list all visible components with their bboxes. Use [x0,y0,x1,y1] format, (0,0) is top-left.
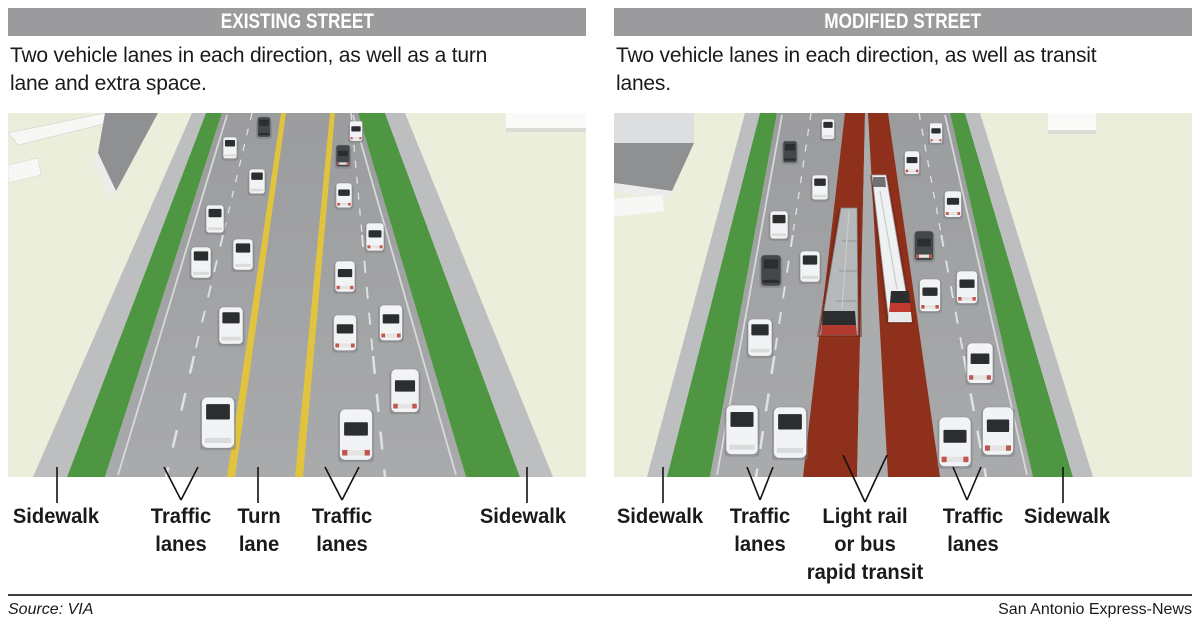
label-line: lanes [734,533,786,556]
label-line: Sidewalk [1023,505,1111,528]
grass-strip-right [358,113,520,477]
existing-header-bar: EXISTING STREET [8,8,586,36]
label-turn-lane: Turn lane [168,503,350,559]
label-line: Turn [237,505,281,528]
modified-title: MODIFIED STREET [824,10,982,33]
modified-header-bar: MODIFIED STREET [614,8,1192,36]
grass-strip-right [950,113,1073,477]
turn-lane-yellow-line-left [227,113,286,477]
existing-street-illustration [8,113,586,477]
label-line: lanes [316,533,368,556]
light-rail-vehicle [817,207,862,337]
source-credit: Source: VIA [8,601,94,618]
existing-title: EXISTING STREET [220,10,374,33]
label-line: lanes [155,533,207,556]
cars-layer [724,118,1015,469]
label-line: Traffic [150,505,212,528]
building-left [614,113,694,217]
panel-modified-street: MODIFIED STREET Two vehicle lanes in eac… [614,0,1192,629]
turn-lane-yellow-line-right [295,113,335,477]
modified-street-illustration [614,113,1192,477]
existing-subtitle-line1: Two vehicle lanes in each direction, as … [10,44,488,67]
roadway [105,113,466,477]
grass-strip-left [667,113,777,477]
sidewalk-left [647,113,760,477]
label-line: or bus [834,533,896,556]
label-line: Traffic [942,505,1004,528]
sidewalk-right [385,113,553,477]
existing-subtitle-line2: lane and extra space. [10,72,207,95]
sidewalk-right [965,113,1093,477]
existing-subtitle: Two vehicle lanes in each direction, as … [10,42,580,98]
label-sidewalk-left: Sidewalk [569,503,751,531]
grass-strip-left [67,113,222,477]
modified-subtitle-line2: lanes. [616,72,671,95]
road-edge-line-left [117,114,228,476]
building-right-edge [1048,130,1096,134]
label-line: lane [238,533,280,556]
panel-existing-street: EXISTING STREET Two vehicle lanes in eac… [8,0,586,629]
label-line: Sidewalk [12,505,100,528]
road-edge-line-right [352,114,457,476]
label-line: Sidewalk [479,505,567,528]
modified-subtitle: Two vehicle lanes in each direction, as … [616,42,1186,98]
label-sidewalk-right: Sidewalk [976,503,1158,531]
label-line: Sidewalk [616,505,704,528]
cars-layer [189,116,421,463]
building-right [1048,113,1096,130]
label-traffic-lanes-left: Traffic lanes [669,503,851,559]
label-sidewalk-left: Sidewalk [0,503,147,531]
building-right-edge [506,128,586,132]
brt-bus [870,174,914,324]
sidewalk-left [33,113,206,477]
label-sidewalk-right: Sidewalk [432,503,614,531]
building-right [506,113,586,128]
label-line: Light rail [822,505,908,528]
publication-credit: San Antonio Express-News [998,601,1192,618]
lane-divider-dashes [754,113,988,477]
modified-subtitle-line1: Two vehicle lanes in each direction, as … [616,44,1097,67]
label-line: rapid transit [806,561,924,584]
transit-median [857,113,888,477]
label-traffic-lanes-right: Traffic lanes [251,503,433,559]
label-light-rail: Light rail or bus rapid transit [774,503,956,587]
building-left [8,113,158,198]
label-traffic-lanes-left: Traffic lanes [90,503,272,559]
label-line: Traffic [729,505,791,528]
label-traffic-lanes-right: Traffic lanes [882,503,1064,559]
label-line: lanes [947,533,999,556]
footer-rule [8,594,1192,596]
label-line: Traffic [311,505,373,528]
